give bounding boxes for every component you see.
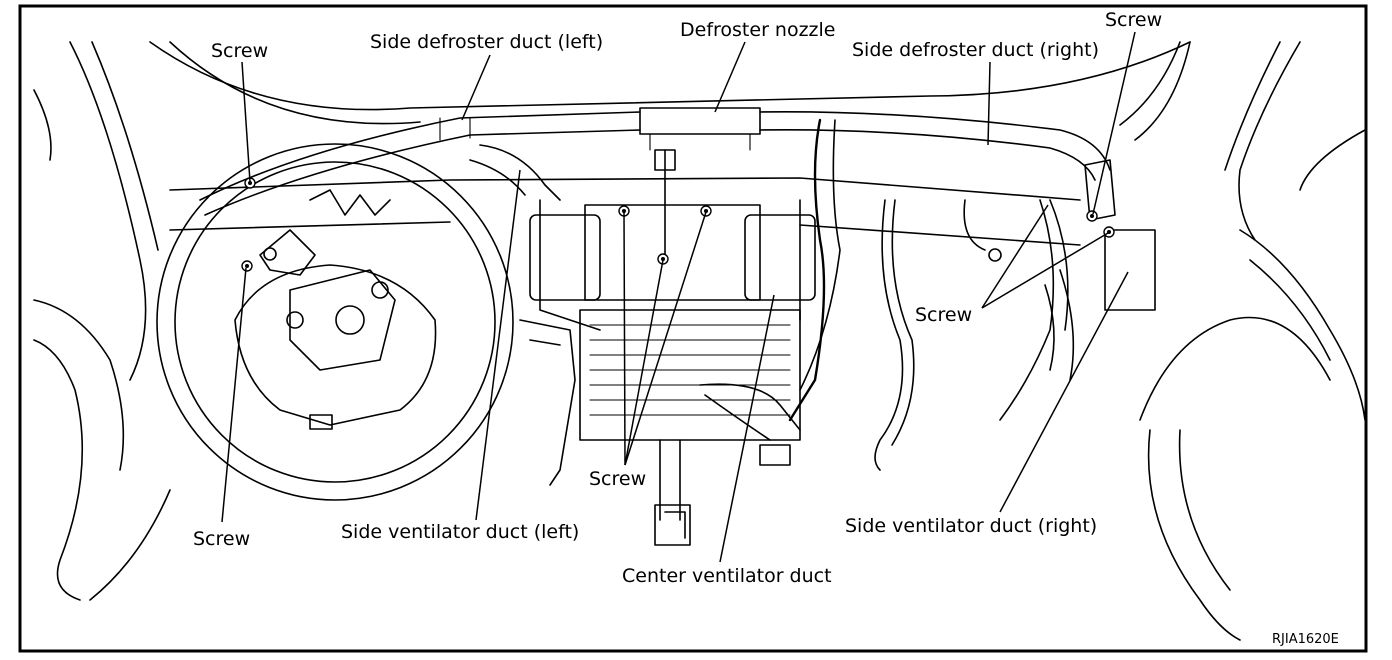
label-side-defroster-duct-right: Side defroster duct (right) (852, 39, 1099, 61)
label-defroster-nozzle: Defroster nozzle (680, 19, 836, 41)
left-pillar-and-door (33, 41, 171, 601)
screw-icon (1103, 226, 1115, 238)
screw-icon (241, 260, 253, 272)
wiring-harness (699, 118, 1069, 471)
dashboard-body (169, 177, 1081, 331)
label-screw-top-right: Screw (1105, 9, 1162, 31)
label-side-ventilator-duct-left: Side ventilator duct (left) (341, 521, 579, 543)
label-center-ventilator-duct: Center ventilator duct (622, 565, 832, 587)
label-screw-bottom-left: Screw (193, 528, 250, 550)
side-defroster-duct-right-shape (759, 111, 1111, 181)
steering-wheel (156, 143, 514, 501)
label-screw-top-left: Screw (211, 40, 268, 62)
figure-frame (18, 4, 1368, 653)
label-screw-right-mid: Screw (915, 304, 972, 326)
figure-code: RJIA1620E (1272, 632, 1339, 647)
side-defroster-duct-left-shape (199, 111, 641, 216)
label-screw-center: Screw (589, 468, 646, 490)
side-ventilator-duct-left-shape (469, 144, 576, 486)
screw-icon (1086, 210, 1098, 222)
side-ventilator-duct-right-shape (1044, 159, 1156, 381)
label-side-defroster-duct-left: Side defroster duct (left) (370, 31, 603, 53)
leader-lines (221, 31, 1136, 563)
screw-icon (618, 205, 630, 217)
label-side-ventilator-duct-right: Side ventilator duct (right) (845, 515, 1097, 537)
right-pillar-and-door (1139, 41, 1366, 641)
screw-icon (700, 205, 712, 217)
center-ventilator-duct-shape (529, 149, 816, 546)
windshield-outline (149, 41, 1191, 141)
defroster-nozzle-shape (639, 107, 761, 151)
